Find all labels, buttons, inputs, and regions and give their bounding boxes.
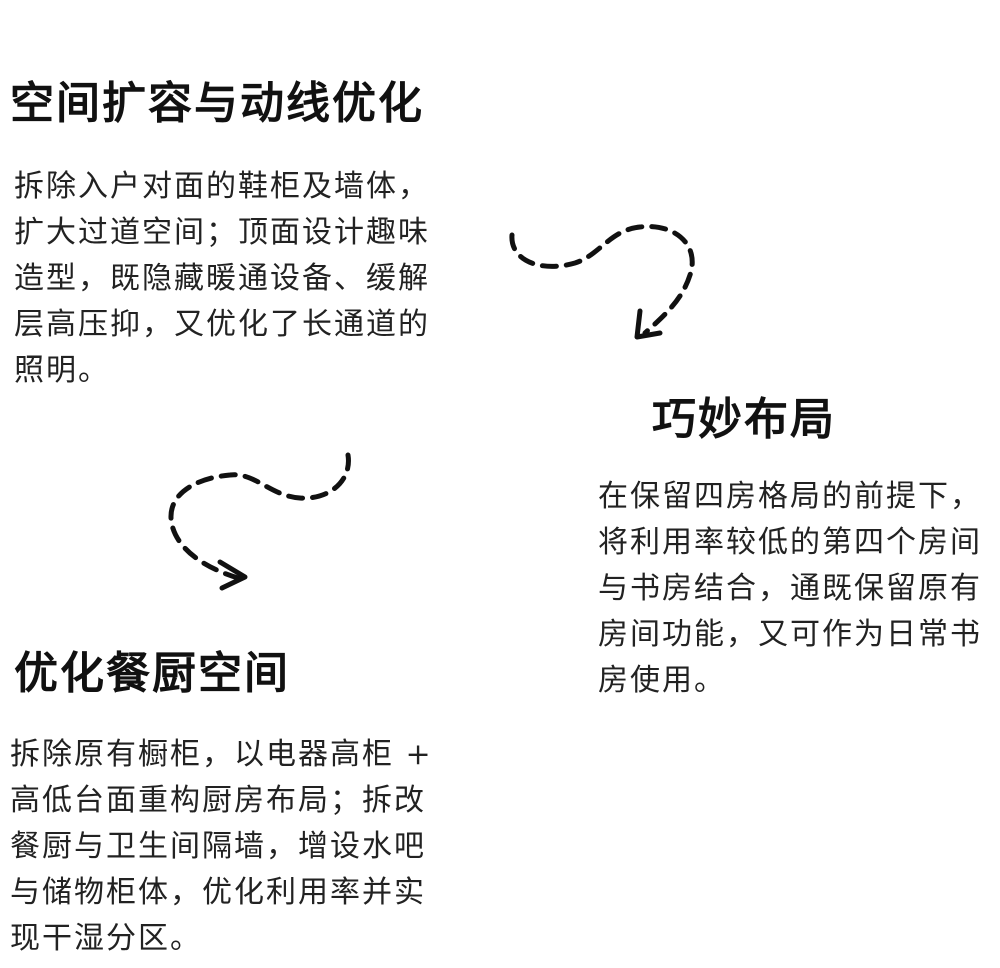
section-body-kitchen-dining: 拆除原有橱柜，以电器高柜 + 高低台面重构厨房布局；拆改餐厨与卫生间隔墙，增设水…: [10, 737, 433, 956]
curly-dashed-arrow-icon: [168, 452, 351, 591]
section-title-clever-layout: 巧妙布局: [652, 394, 836, 445]
section-title-kitchen-dining: 优化餐厨空间: [14, 648, 290, 699]
section-body-clever-layout: 在保留四房格局的前提下，将利用率较低的第四个房间与书房结合，通既保留原有房间功能…: [598, 479, 982, 698]
section-body-space-expansion: 拆除入户对面的鞋柜及墙体，扩大过道空间；顶面设计趣味造型，既隐藏暖通设备、缓解层…: [14, 169, 430, 388]
curly-dashed-arrow-icon: [509, 224, 695, 340]
section-title-space-expansion: 空间扩容与动线优化: [10, 78, 424, 129]
